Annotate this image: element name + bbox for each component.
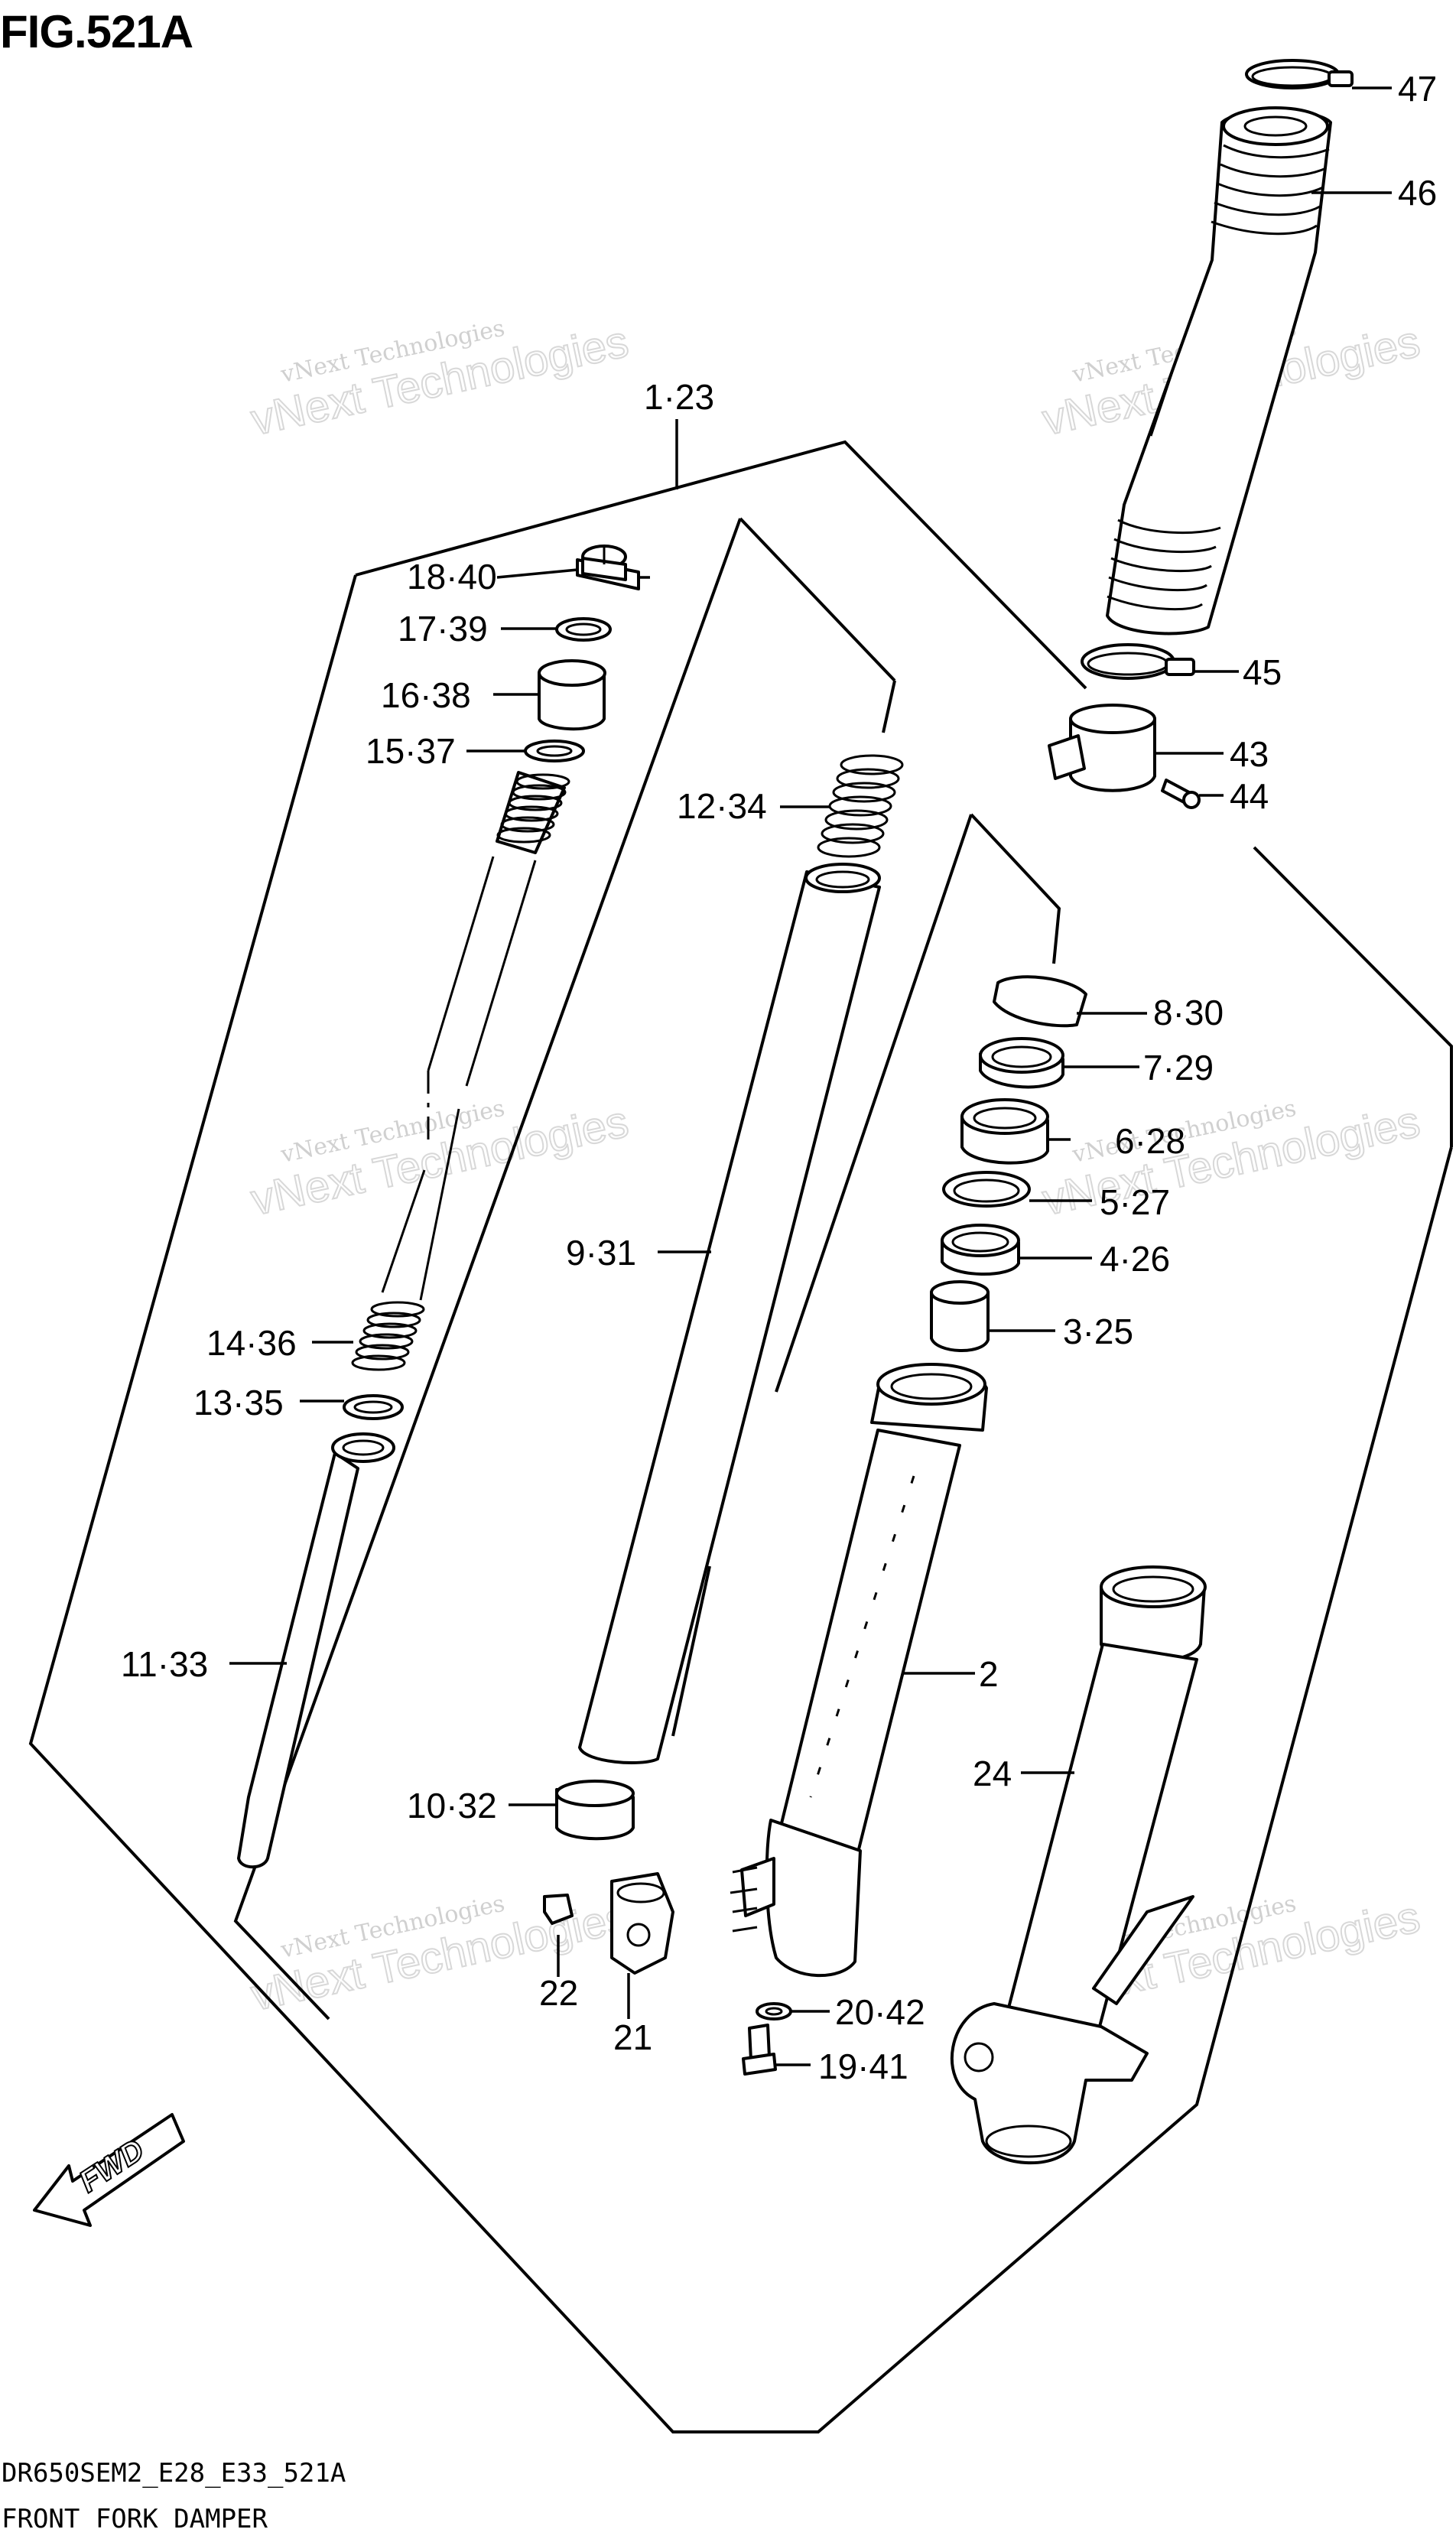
callout-20-42: 20·42 bbox=[835, 1992, 925, 2032]
part-13-washer bbox=[343, 1394, 404, 1420]
callout-15-37: 15·37 bbox=[366, 731, 456, 771]
callout-1-23: 1·23 bbox=[644, 377, 714, 417]
callout-9-31: 9·31 bbox=[566, 1233, 636, 1273]
part-21-holder bbox=[610, 1872, 674, 1975]
callout-44: 44 bbox=[1230, 776, 1269, 816]
part-43-collar bbox=[1048, 704, 1156, 792]
assembly-frame bbox=[28, 419, 1453, 2433]
part-12-spring bbox=[817, 754, 904, 858]
callout-7-29: 7·29 bbox=[1143, 1048, 1214, 1087]
callout-18-40: 18·40 bbox=[407, 557, 497, 597]
part-47-clamp bbox=[1245, 59, 1354, 89]
callout-43: 43 bbox=[1230, 734, 1269, 774]
part-19-bolt bbox=[742, 2024, 777, 2076]
part-5-washer bbox=[942, 1171, 1031, 1208]
figure-code: DR650SEM2_E28_E33_521A bbox=[2, 2458, 346, 2489]
part-2-inner-tube bbox=[730, 1363, 988, 1978]
leader-lines bbox=[229, 86, 1392, 2066]
callout-10-32: 10·32 bbox=[407, 1786, 497, 1825]
figure-title: FIG.521A bbox=[0, 6, 193, 57]
part-4-bushing bbox=[941, 1224, 1020, 1276]
part-16-spacer bbox=[538, 659, 606, 731]
callout-45: 45 bbox=[1243, 652, 1282, 692]
part-11-rod bbox=[237, 1432, 395, 1869]
fwd-arrow-icon: FWD bbox=[33, 2113, 185, 2227]
part-9-spring bbox=[578, 863, 881, 1764]
callout-labels: 47 46 1·23 18·40 17·39 16·38 15·37 12·34… bbox=[121, 69, 1437, 2086]
part-22-nut bbox=[543, 1894, 574, 1925]
callout-8-30: 8·30 bbox=[1153, 993, 1224, 1032]
part-17-washer bbox=[555, 617, 612, 642]
callout-46: 46 bbox=[1398, 173, 1437, 213]
callout-11-33: 11·33 bbox=[121, 1644, 208, 1684]
callout-5-27: 5·27 bbox=[1100, 1182, 1170, 1222]
part-8-circlip bbox=[993, 975, 1087, 1028]
callout-24: 24 bbox=[973, 1754, 1012, 1793]
callout-12-34: 12·34 bbox=[677, 786, 767, 826]
callout-19-41: 19·41 bbox=[818, 2046, 908, 2086]
part-3-bushing bbox=[930, 1280, 990, 1353]
callout-3-25: 3·25 bbox=[1063, 1312, 1133, 1351]
callout-6-28: 6·28 bbox=[1115, 1121, 1185, 1161]
callout-16-38: 16·38 bbox=[381, 675, 471, 715]
callout-13-35: 13·35 bbox=[193, 1383, 284, 1422]
callout-14-36: 14·36 bbox=[206, 1323, 297, 1363]
part-10-collar bbox=[555, 1780, 635, 1841]
part-18-cap-bolt bbox=[576, 545, 640, 590]
part-7-seal bbox=[979, 1037, 1064, 1089]
part-14-spring bbox=[351, 1301, 425, 1371]
part-20-washer bbox=[756, 2002, 792, 2020]
callout-22: 22 bbox=[539, 1973, 578, 2013]
part-24-outer-tube bbox=[950, 1565, 1207, 2165]
callout-21: 21 bbox=[613, 2017, 652, 2057]
figure-name: FRONT FORK DAMPER bbox=[2, 2504, 268, 2534]
part-46-boot bbox=[1106, 106, 1332, 636]
callout-2: 2 bbox=[979, 1654, 999, 1694]
part-45-clamp bbox=[1081, 643, 1195, 680]
part-6-seal bbox=[960, 1098, 1049, 1165]
callout-17-39: 17·39 bbox=[398, 609, 488, 649]
part-44-bolt bbox=[1161, 779, 1201, 809]
callout-47: 47 bbox=[1398, 69, 1437, 109]
part-15-washer bbox=[524, 740, 585, 762]
callout-4-26: 4·26 bbox=[1100, 1239, 1170, 1279]
part-damper-rod bbox=[381, 771, 570, 1301]
